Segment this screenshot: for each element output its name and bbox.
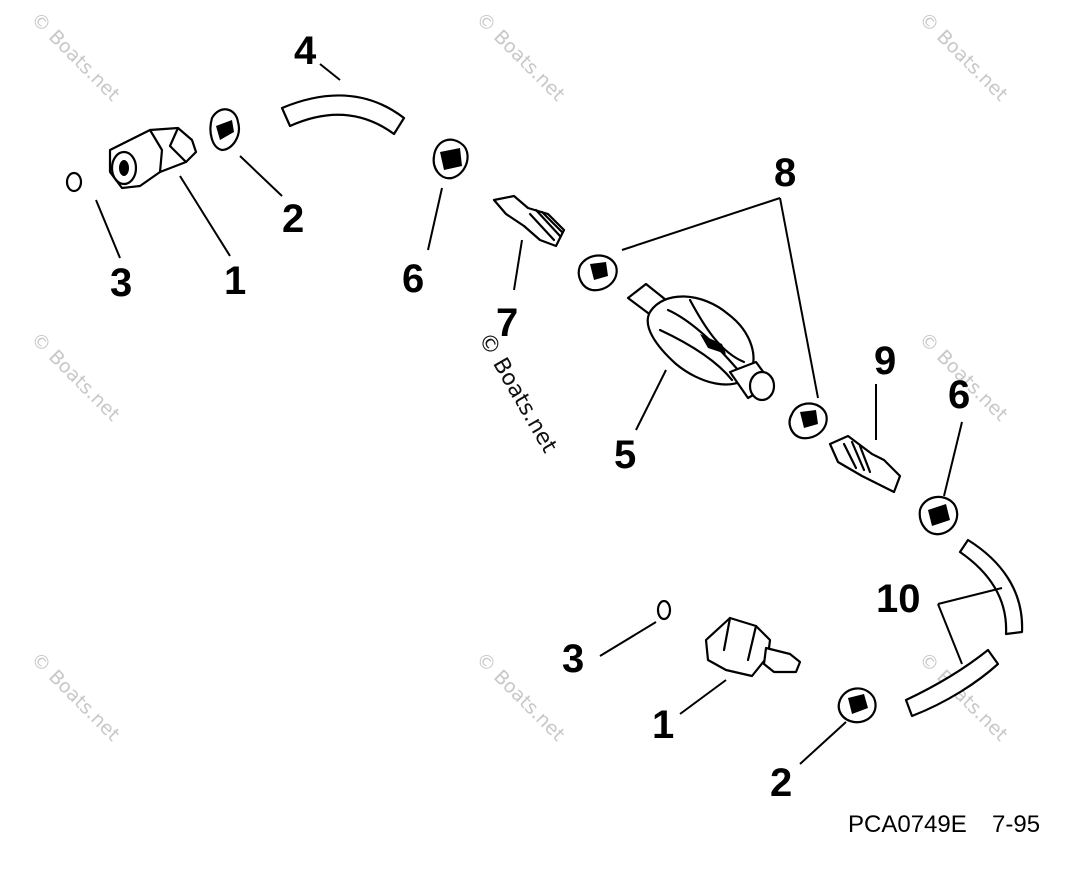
callout-3-bottom: 3: [562, 637, 584, 681]
watermark: © Boats.net: [26, 328, 124, 426]
fitting-9: [828, 434, 902, 494]
o-ring-bottom: [656, 599, 672, 621]
hose-10-upper: [958, 538, 1024, 636]
callout-3-top: 3: [110, 261, 132, 305]
clamp-top: [209, 108, 240, 152]
connector-top: [108, 126, 198, 190]
callout-6-right: 6: [948, 373, 970, 417]
clamp-6-right: [918, 495, 959, 536]
watermark: © Boats.net: [914, 8, 1012, 106]
o-ring-top: [65, 171, 83, 193]
callout-5: 5: [614, 433, 636, 477]
clamp-8-right: [788, 402, 828, 440]
callout-4: 4: [294, 29, 317, 73]
figure-date: 7-95: [992, 811, 1040, 838]
callout-1-bottom: 1: [652, 703, 674, 747]
callout-6-top: 6: [402, 257, 424, 301]
callout-9: 9: [874, 339, 896, 383]
watermarks: © Boats.net © Boats.net © Boats.net © Bo…: [26, 8, 1012, 746]
watermark: © Boats.net: [471, 8, 569, 106]
hose-top: [280, 94, 406, 136]
connector-bottom: [704, 616, 802, 678]
watermark: © Boats.net: [471, 648, 569, 746]
callout-8: 8: [774, 151, 796, 195]
callout-10: 10: [876, 577, 921, 621]
clamp-6-top: [432, 138, 469, 180]
watermark: © Boats.net: [26, 8, 124, 106]
leader-lines: [95, 63, 1003, 765]
figure-code: PCA0749E: [848, 811, 967, 838]
clamp-8-left: [577, 254, 618, 292]
fitting-7: [492, 194, 566, 248]
clamp-bottom: [837, 687, 877, 724]
callout-2-bottom: 2: [770, 761, 792, 805]
callout-7: 7: [496, 301, 518, 345]
callout-labels: 3 1 2 4 6 7 8 5 9 6 10 3 1 2: [110, 29, 970, 805]
watermark-center: © Boats.net: [473, 329, 562, 458]
primer-bulb: [626, 282, 776, 402]
callout-1-top: 1: [224, 259, 246, 303]
hose-10-lower: [904, 648, 1000, 718]
callout-2-top: 2: [282, 197, 304, 241]
watermark: © Boats.net: [26, 648, 124, 746]
